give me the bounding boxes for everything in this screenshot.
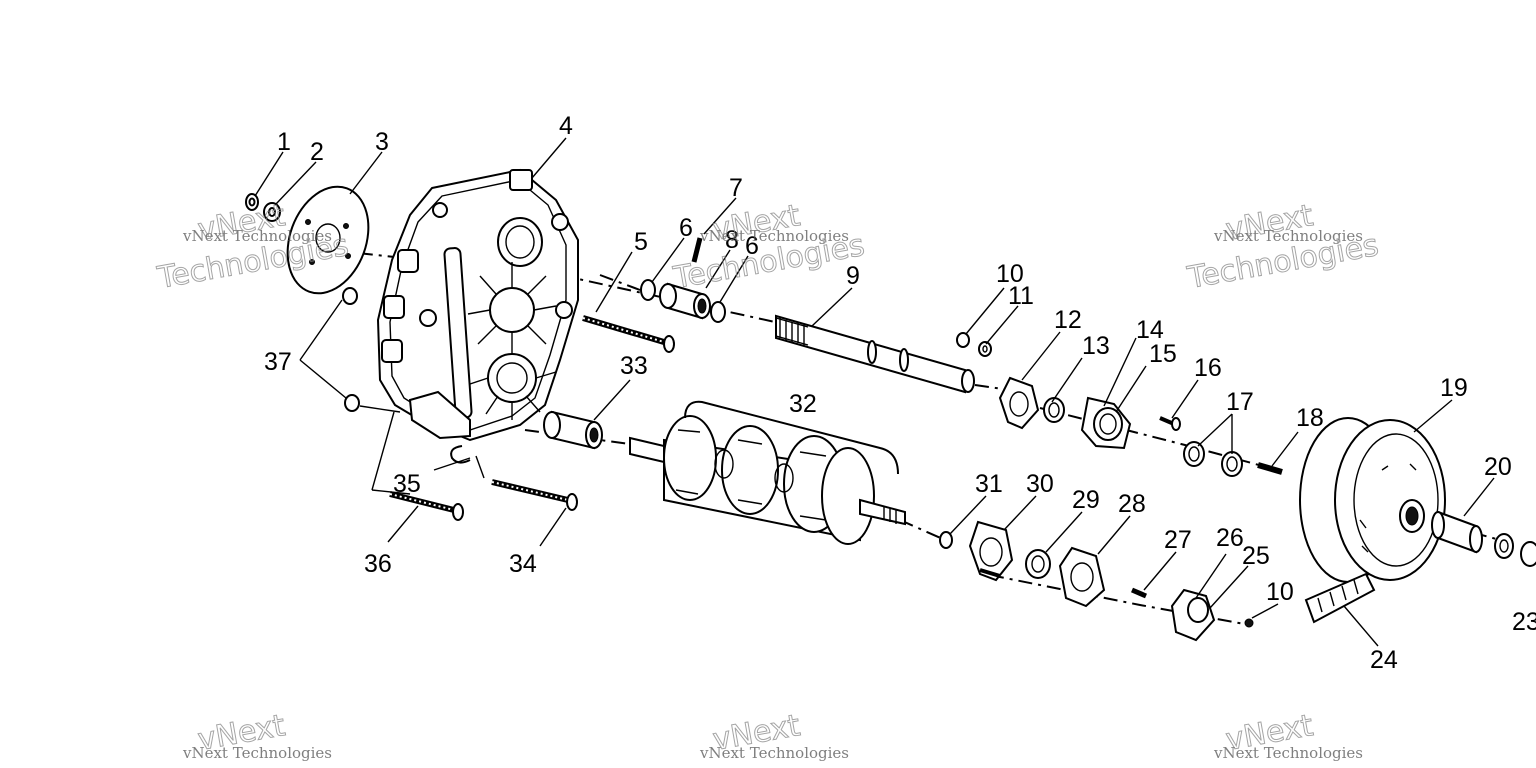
part-gasket-30 <box>968 520 1014 582</box>
part-bearing-8 <box>659 282 711 320</box>
callout-23: 23 <box>1512 608 1536 636</box>
callout-15: 15 <box>1149 340 1177 368</box>
part-pin-7 <box>691 237 703 263</box>
part-bolt-36 <box>389 491 464 521</box>
part-bearing-cap-26 <box>1170 588 1216 642</box>
part-spacer-20 <box>1431 510 1483 554</box>
callout-4: 4 <box>559 112 573 140</box>
part-driven-clutch-19 <box>1299 417 1446 583</box>
callout-17: 17 <box>1226 388 1254 416</box>
svg-text:vNext Technologies: vNext Technologies <box>182 227 332 245</box>
part-o-ring-6a <box>640 279 656 301</box>
callout-28: 28 <box>1118 490 1146 518</box>
callout-19: 19 <box>1440 374 1468 402</box>
callout-6b: 6 <box>745 232 759 260</box>
callout-24: 24 <box>1370 646 1398 674</box>
callout-20: 20 <box>1484 453 1512 481</box>
callout-10a: 10 <box>996 260 1024 288</box>
part-cover-disc-3 <box>286 185 370 295</box>
part-bolt-34 <box>491 479 578 511</box>
part-seal-13 <box>1043 397 1065 423</box>
part-nut-1 <box>245 193 259 211</box>
svg-text:vNext Technologies: vNext Technologies <box>182 744 332 762</box>
watermark-4: vNext vNext Technologies <box>182 708 332 762</box>
callout-26: 26 <box>1216 524 1244 552</box>
part-o-ring-6b <box>710 301 726 323</box>
callout-37: 37 <box>264 348 292 376</box>
callout-11: 11 <box>1008 282 1034 310</box>
part-nuts-37 <box>342 287 360 412</box>
leader-lines <box>254 137 1495 647</box>
callout-7: 7 <box>729 174 743 202</box>
callout-32: 32 <box>789 390 817 418</box>
callout-3: 3 <box>375 128 389 156</box>
part-upper-shaft-9 <box>775 314 975 394</box>
callout-27: 27 <box>1164 526 1192 554</box>
part-bearing-33 <box>543 410 603 450</box>
callout-18: 18 <box>1296 404 1324 432</box>
part-long-bolt-5 <box>582 315 675 353</box>
callout-14: 14 <box>1136 316 1164 344</box>
callout-5: 5 <box>634 228 648 256</box>
callout-29: 29 <box>1072 486 1100 514</box>
part-seal-29 <box>1025 549 1051 579</box>
watermark-6: vNext vNext Technologies <box>1213 708 1363 762</box>
callout-25: 25 <box>1242 542 1270 570</box>
callout-33: 33 <box>620 352 648 380</box>
callout-10b: 10 <box>1266 578 1294 606</box>
part-nut-10a <box>956 332 970 348</box>
part-screw-27 <box>1131 587 1147 599</box>
part-rings-17 <box>1183 441 1243 477</box>
svg-text:vNext Technologies: vNext Technologies <box>1213 744 1363 762</box>
callout-35: 35 <box>393 470 421 498</box>
part-washer-31 <box>939 531 953 549</box>
part-clip-35 <box>450 445 471 464</box>
svg-text:vNext Technologies: vNext Technologies <box>699 227 849 245</box>
callout-2: 2 <box>310 138 324 166</box>
part-washers-23 <box>1494 533 1536 567</box>
part-key-18 <box>1257 462 1283 475</box>
watermark-3: vNext vNext Technologies Technologies <box>1184 198 1382 297</box>
svg-text:vNext Technologies: vNext Technologies <box>1213 227 1363 245</box>
callout-31: 31 <box>975 470 1003 498</box>
part-bearing-cap-14 <box>1080 396 1132 450</box>
callout-36: 36 <box>364 550 392 578</box>
part-gasket-12 <box>998 376 1040 430</box>
callout-labels: 1 2 3 4 5 6 7 8 6 9 10 11 12 13 14 15 16… <box>264 112 1536 674</box>
part-washer-2 <box>263 202 281 222</box>
callout-6a: 6 <box>679 214 693 242</box>
part-washer-11 <box>978 341 992 357</box>
callout-34: 34 <box>509 550 537 578</box>
callout-30: 30 <box>1026 470 1054 498</box>
watermark-5: vNext vNext Technologies <box>699 708 849 762</box>
callout-1: 1 <box>277 128 291 156</box>
callout-8: 8 <box>725 226 739 254</box>
part-gear-assembly-32 <box>629 400 906 545</box>
callout-16: 16 <box>1194 354 1222 382</box>
part-nut-10b <box>1244 618 1254 628</box>
svg-text:vNext Technologies: vNext Technologies <box>699 744 849 762</box>
part-screw-16 <box>1159 416 1181 431</box>
part-gearcase-housing-4 <box>376 168 579 442</box>
part-gasket-28 <box>1058 546 1106 608</box>
part-belt-24 <box>1304 572 1376 624</box>
callout-13: 13 <box>1082 332 1110 360</box>
callout-12: 12 <box>1054 306 1082 334</box>
callout-9: 9 <box>846 262 860 290</box>
